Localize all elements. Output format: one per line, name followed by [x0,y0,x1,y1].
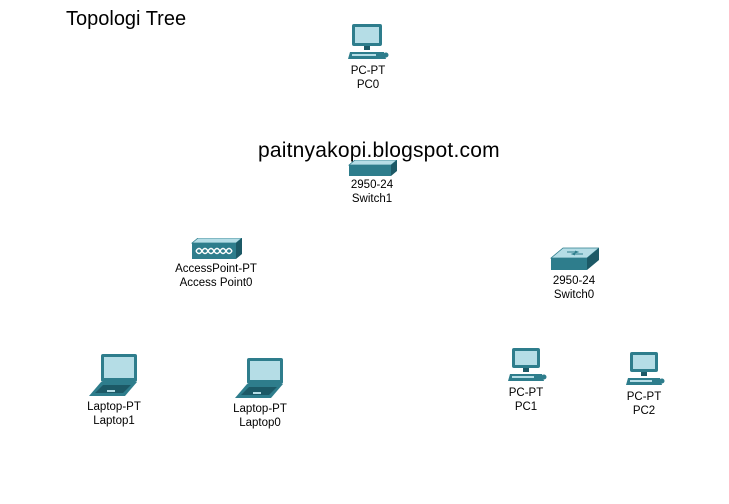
device-pc2[interactable]: PC-PT PC2 [612,350,676,418]
device-laptop0[interactable]: Laptop-PT Laptop0 [228,356,292,430]
pc-icon [626,352,665,385]
device-name-label: PC1 [514,401,538,413]
device-name-label: Switch1 [351,193,393,205]
device-accesspoint0[interactable]: AccessPoint-PT Access Point0 [164,238,268,290]
device-name-label: Switch0 [553,289,595,301]
switch-icon [549,247,599,270]
device-name-label: Laptop0 [239,417,281,429]
pc-icon [508,348,547,381]
device-pc1[interactable]: PC-PT PC1 [494,346,558,414]
device-laptop1[interactable]: Laptop-PT Laptop1 [82,352,146,428]
device-model-label: Laptop-PT [233,403,287,415]
switch-icon [347,160,397,176]
device-switch1[interactable]: 2950-24 Switch1 [340,160,404,206]
device-model-label: 2950-24 [552,275,596,287]
device-name-label: PC2 [632,405,656,417]
device-model-label: 2950-24 [350,179,394,191]
device-pc0[interactable]: PC-PT PC0 [336,22,400,92]
device-name-label: Laptop1 [93,415,135,427]
device-model-label: Laptop-PT [87,401,141,413]
device-model-label: PC-PT [626,391,662,403]
device-model-label: PC-PT [508,387,544,399]
diagram-title: Topologi Tree [66,8,187,30]
device-switch0[interactable]: 2950-24 Switch0 [542,246,606,302]
device-name-label: PC0 [356,79,380,91]
watermark-text: paitnyakopi.blogspot.com [258,139,500,162]
device-name-label: Access Point0 [179,277,253,289]
device-model-label: PC-PT [350,65,386,77]
laptop-icon [235,358,283,398]
device-model-label: AccessPoint-PT [175,263,257,275]
pc-icon [348,24,389,59]
access-point-icon [190,238,242,259]
laptop-icon [89,354,137,396]
